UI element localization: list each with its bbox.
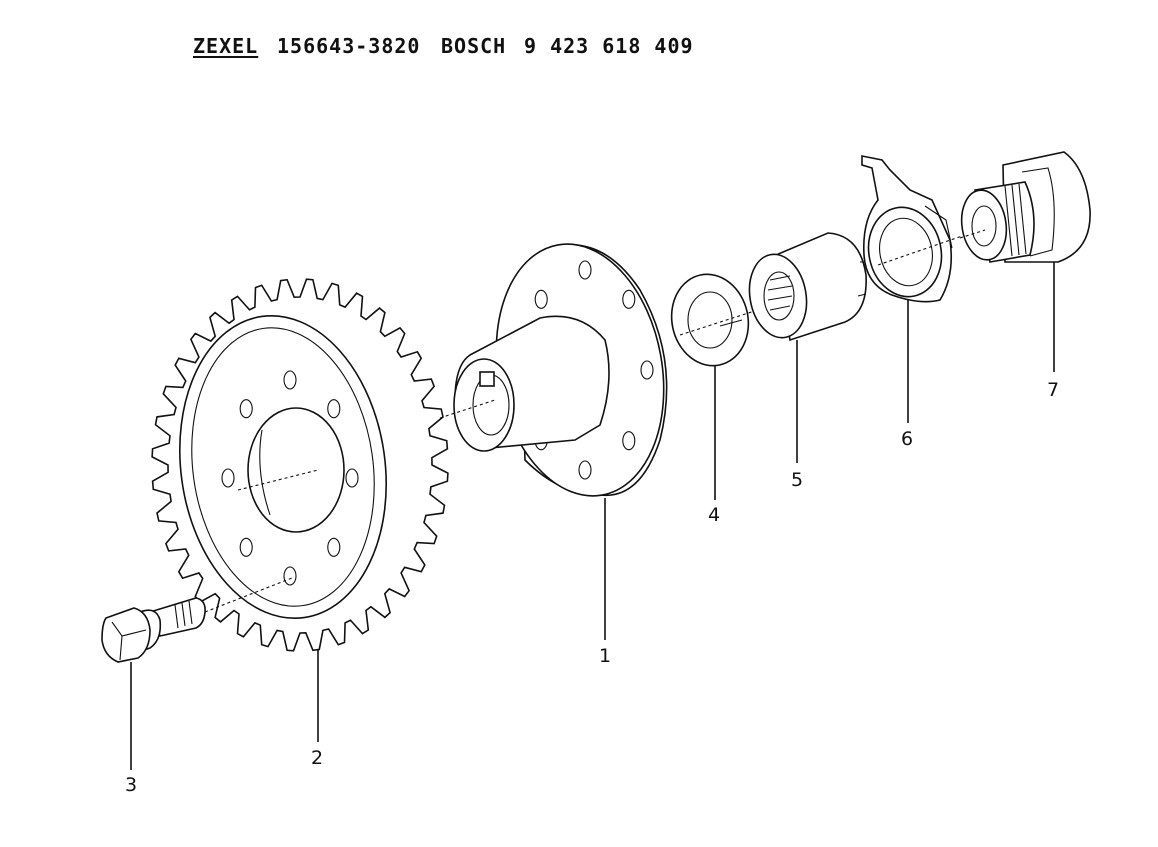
gear-bolt-hole: [327, 537, 341, 557]
hub-bolt-hole: [534, 289, 548, 309]
hub-bolt-hole: [640, 360, 654, 380]
hub-bolt-hole: [622, 289, 636, 309]
hex-nut-part-7: [959, 151, 1091, 263]
gear-bolt-hole: [327, 399, 341, 419]
callout-labels: 1 2 3 4 5 6 7: [125, 379, 1059, 796]
hub-part-1: [439, 243, 668, 497]
bosch-label: BOSCH: [441, 34, 507, 58]
hub-bolt-hole: [578, 260, 592, 280]
callout-2: 2: [311, 747, 323, 769]
bosch-part-number: 9 423 618 409: [524, 34, 694, 58]
sleeve-part-5: [748, 232, 867, 342]
callout-1: 1: [599, 645, 611, 667]
hub-bolt-hole: [578, 460, 592, 480]
callout-5: 5: [791, 469, 803, 491]
zexel-part-number: 156643-3820: [277, 34, 421, 58]
gear-bolt-hole: [345, 468, 359, 488]
gear-part-2: [151, 278, 449, 652]
gear-bolt-hole: [239, 399, 253, 419]
callout-3: 3: [125, 774, 137, 796]
callout-7: 7: [1047, 379, 1059, 401]
hub-bolt-hole: [622, 431, 636, 451]
callout-6: 6: [901, 428, 913, 450]
gear-bolt-hole: [239, 537, 253, 557]
zexel-label: ZEXEL: [193, 34, 259, 58]
bolt-part-3: [101, 577, 293, 663]
leader-lines: [130, 262, 1055, 770]
callout-4: 4: [708, 504, 720, 526]
gear-bolt-hole: [283, 370, 297, 390]
lock-plate-part-6: [861, 155, 966, 303]
gear-bolt-hole: [221, 468, 235, 488]
gear-bolt-hole: [283, 566, 297, 586]
